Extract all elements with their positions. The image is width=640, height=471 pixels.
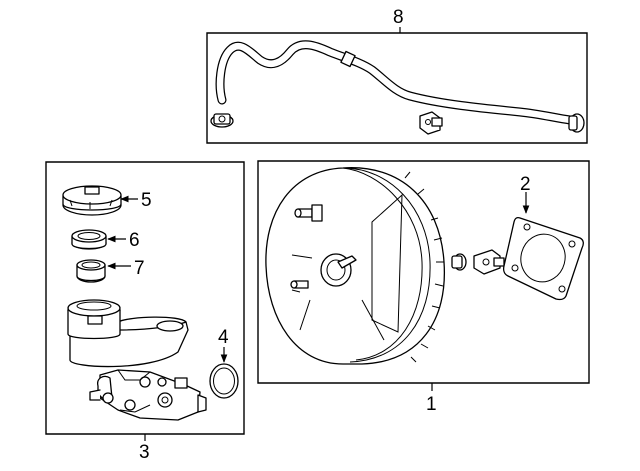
callout-5: 5: [141, 190, 152, 211]
booster-group: 1: [257, 160, 590, 415]
reservoir-filter[interactable]: [71, 229, 107, 250]
hose-clamp-right[interactable]: [568, 113, 585, 133]
brake-booster[interactable]: [265, 167, 446, 365]
callout-3: 3: [139, 442, 150, 463]
callout-6: 6: [129, 230, 140, 251]
reservoir-seal[interactable]: [76, 259, 106, 283]
booster-check-valve[interactable]: [473, 249, 505, 275]
booster-gasket[interactable]: [502, 216, 584, 301]
booster-grommet[interactable]: [451, 253, 467, 271]
master-cylinder-box: [45, 161, 245, 435]
callout-1: 1: [426, 394, 437, 415]
vacuum-hose-box: [206, 32, 588, 144]
check-valve[interactable]: [419, 111, 443, 135]
booster-box: [257, 160, 590, 384]
master-cylinder-group: 3 5 6 7: [45, 161, 245, 463]
master-cylinder[interactable]: [67, 299, 207, 421]
callout-8: 8: [393, 7, 404, 28]
hose-clamp-left[interactable]: [210, 113, 234, 128]
callout-7: 7: [134, 258, 145, 279]
callout-2: 2: [520, 174, 531, 195]
callout-4: 4: [218, 327, 229, 348]
o-ring[interactable]: [209, 363, 239, 399]
booster-stud-bottom: [290, 280, 309, 289]
vacuum-hose-group: 8: [206, 7, 588, 144]
reservoir-cap[interactable]: [62, 185, 122, 216]
booster-stud-top: [294, 204, 323, 222]
